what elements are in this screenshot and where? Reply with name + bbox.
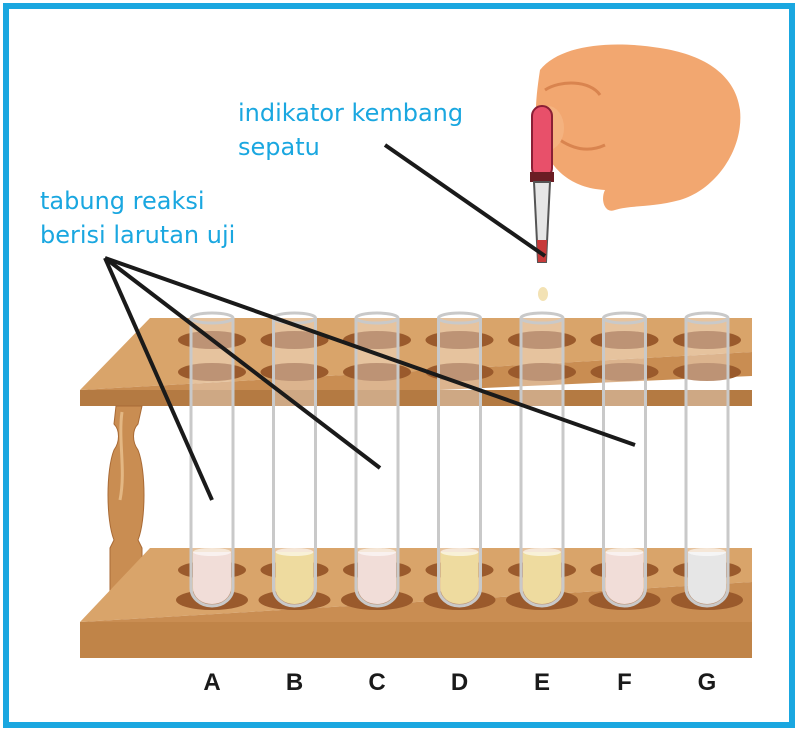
tube-letter-d: D <box>451 669 468 696</box>
indicator-label: indikator kembang sepatu <box>238 96 463 164</box>
tube-letter-c: C <box>368 669 385 696</box>
solution-g <box>688 552 726 604</box>
dropper-icon <box>530 106 554 301</box>
solution-d <box>441 552 479 604</box>
solution-c <box>358 552 396 604</box>
tube-letter-g: G <box>698 669 717 696</box>
tubes-label-line2: berisi larutan uji <box>40 218 235 252</box>
tubes-label-line1: tabung reaksi <box>40 184 235 218</box>
solution-b <box>276 552 314 604</box>
tube-letter-e: E <box>534 669 550 696</box>
indicator-label-line2: sepatu <box>238 130 463 164</box>
indicator-drop <box>538 287 548 301</box>
tube-letter-a: A <box>203 669 220 696</box>
solution-e <box>523 552 561 604</box>
tube-letters: A B C D E F G <box>203 669 716 696</box>
tube-letter-b: B <box>286 669 303 696</box>
indicator-label-line1: indikator kembang <box>238 96 463 130</box>
tube-letter-f: F <box>617 669 632 696</box>
solution-f <box>606 552 644 604</box>
tubes-label: tabung reaksi berisi larutan uji <box>40 184 235 252</box>
hand-icon <box>532 44 740 210</box>
solution-a <box>193 552 231 604</box>
rack-top-board <box>80 318 752 406</box>
